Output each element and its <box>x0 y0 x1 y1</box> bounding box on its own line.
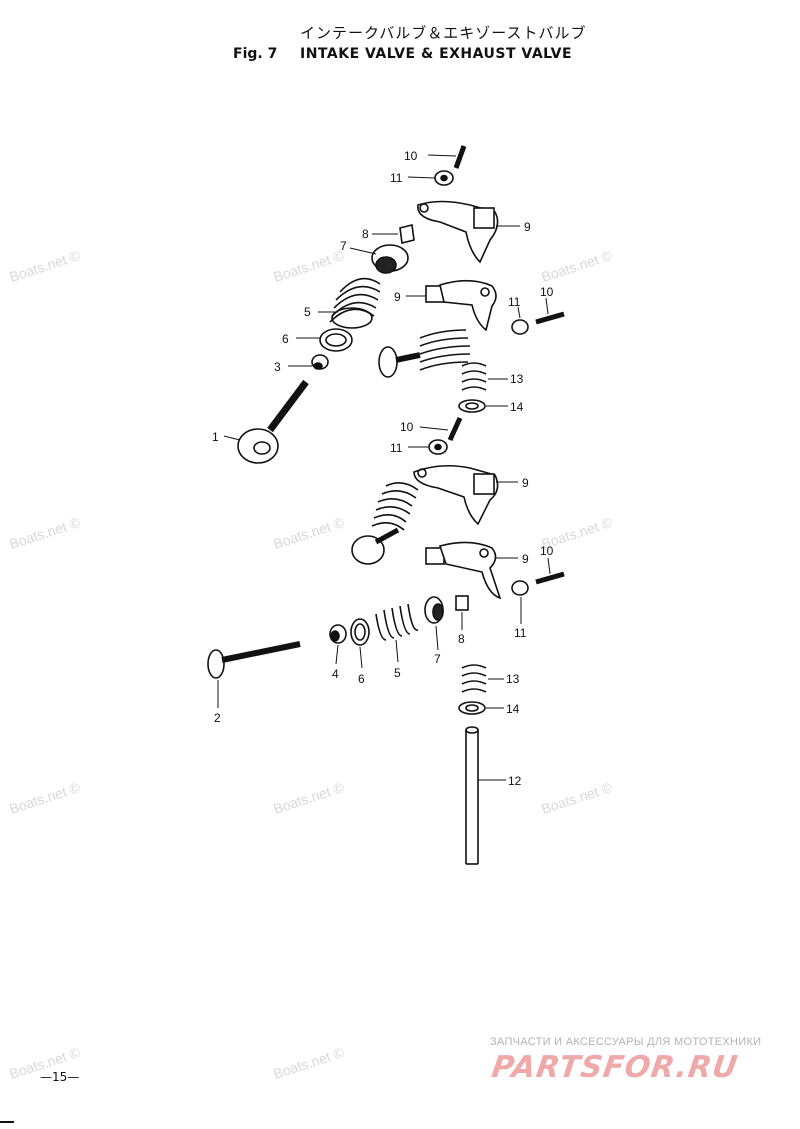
callout-label[interactable]: 5 <box>394 666 401 680</box>
nut-part[interactable] <box>434 170 454 186</box>
valve-cotter-part[interactable] <box>455 595 469 611</box>
nut-part[interactable] <box>428 439 448 455</box>
pushrod-washer-part[interactable] <box>458 399 486 413</box>
callout-label[interactable]: 4 <box>332 667 339 681</box>
callout-label[interactable]: 14 <box>506 702 520 716</box>
brand-logo: PARTSFOR.RU <box>489 1050 741 1085</box>
callout-label[interactable]: 2 <box>214 711 221 725</box>
exhaust-valve-spring-assembly[interactable] <box>378 329 471 378</box>
spring-seat-washer-part[interactable] <box>350 618 370 646</box>
callout-label[interactable]: 7 <box>340 239 347 253</box>
pushrod-washer-part[interactable] <box>458 701 486 715</box>
spring-seat-washer-part[interactable] <box>319 328 353 352</box>
callout-label[interactable]: 13 <box>506 672 520 686</box>
callout-label[interactable]: 7 <box>434 652 441 666</box>
nut-part[interactable] <box>511 319 529 335</box>
callout-label[interactable]: 8 <box>458 632 465 646</box>
brand-tagline: ЗАПЧАСТИ И АКСЕССУАРЫ ДЛЯ МОТОТЕХНИКИ <box>490 1036 762 1048</box>
callout-label[interactable]: 8 <box>362 227 369 241</box>
callout-label[interactable]: 5 <box>304 305 311 319</box>
title-japanese: インテークバルブ＆エキゾーストバルブ <box>300 24 587 42</box>
valve-spring-part[interactable] <box>329 277 381 329</box>
callout-label[interactable]: 10 <box>400 420 414 434</box>
spring-retainer-part[interactable] <box>371 244 409 274</box>
callout-label[interactable]: 10 <box>404 149 418 163</box>
callout-label[interactable]: 11 <box>390 441 403 455</box>
adjusting-stud-part[interactable] <box>447 416 463 442</box>
valve-spring-part[interactable] <box>375 603 419 641</box>
intake-valve-part[interactable] <box>237 379 309 464</box>
callout-label[interactable]: 11 <box>508 295 521 309</box>
callout-label[interactable]: 10 <box>540 544 554 558</box>
nut-part[interactable] <box>511 580 529 596</box>
page-number: —15— <box>40 1070 80 1084</box>
exhaust-valve-part[interactable] <box>207 641 301 679</box>
callout-label[interactable]: 9 <box>524 220 531 234</box>
callout-label[interactable]: 9 <box>394 290 401 304</box>
title-english: INTAKE VALVE & EXHAUST VALVE <box>300 46 573 62</box>
adjusting-stud-part[interactable] <box>453 145 467 169</box>
pushrod-spring-part[interactable] <box>461 664 487 693</box>
callout-label[interactable]: 13 <box>510 372 524 386</box>
figure-number: Fig. 7 <box>233 46 278 62</box>
rocker-arm-part[interactable] <box>425 279 497 332</box>
callout-label[interactable]: 12 <box>508 774 522 788</box>
callout-label[interactable]: 3 <box>274 360 281 374</box>
callout-label[interactable]: 9 <box>522 552 529 566</box>
callout-label[interactable]: 11 <box>390 171 403 185</box>
spring-retainer-part[interactable] <box>424 596 444 624</box>
rocker-arm-part[interactable] <box>425 541 502 600</box>
rocker-arm-part[interactable] <box>413 464 499 526</box>
rocker-arm-part[interactable] <box>417 200 499 264</box>
callout-label[interactable]: 9 <box>522 476 529 490</box>
valve-stem-seal-part[interactable] <box>329 624 347 644</box>
adjusting-stud-part[interactable] <box>535 311 565 325</box>
callout-label[interactable]: 11 <box>514 626 527 640</box>
adjusting-stud-part[interactable] <box>535 571 565 585</box>
valve-cotter-part[interactable] <box>399 224 415 244</box>
pushrod-spring-part[interactable] <box>461 362 487 391</box>
valve-stem-seal-part[interactable] <box>311 354 329 370</box>
callout-label[interactable]: 6 <box>358 672 365 686</box>
callout-label[interactable]: 14 <box>510 400 524 414</box>
callout-label[interactable]: 6 <box>282 332 289 346</box>
callout-label[interactable]: 1 <box>212 430 219 444</box>
valve-spring-assembly[interactable] <box>351 482 419 565</box>
pushrod-part[interactable] <box>465 726 479 865</box>
callout-label[interactable]: 10 <box>540 285 554 299</box>
